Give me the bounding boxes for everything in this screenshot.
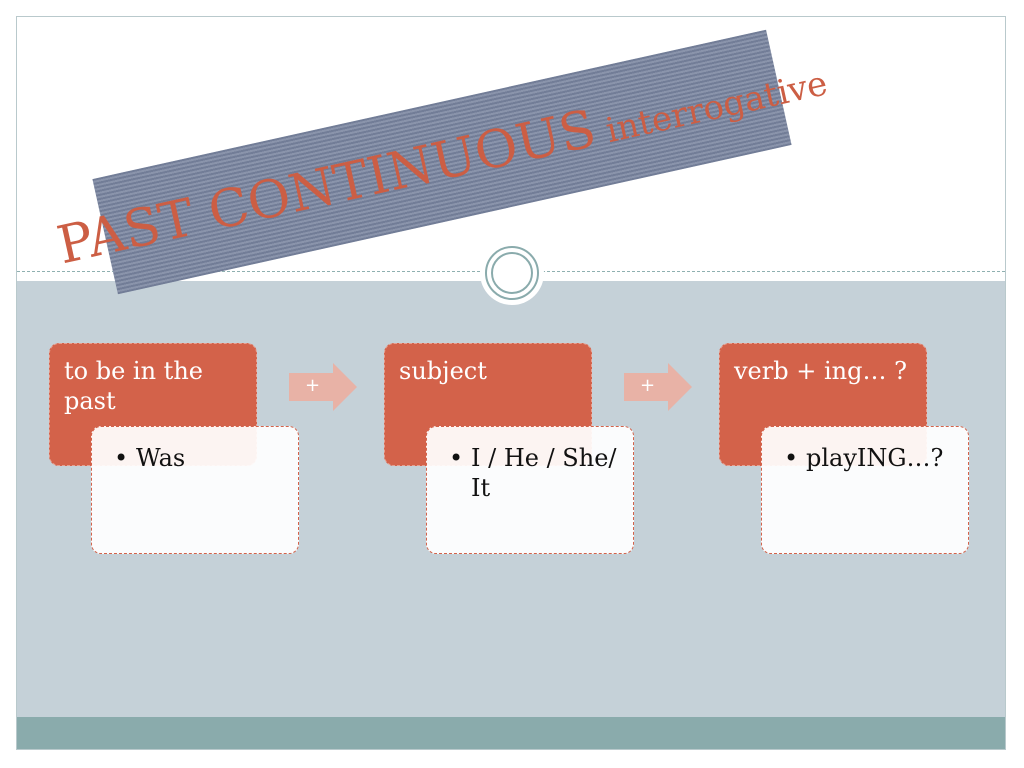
step-body-text: Was	[136, 444, 186, 472]
slide: PAST CONTINUOUS interrogative to be in t…	[16, 16, 1006, 750]
arrow-shaft	[624, 373, 668, 401]
step-body-text: playING…?	[806, 444, 944, 472]
plus-sign: +	[640, 375, 656, 396]
step-body-subject: • I / He / She/ It	[426, 426, 634, 554]
arrow-right-icon	[333, 363, 357, 411]
step-body-verb: • playING…?	[761, 426, 969, 554]
bullet: •	[114, 444, 129, 472]
bullet: •	[784, 444, 799, 472]
ornament-outer-ring	[485, 246, 539, 300]
circle-ornament-icon	[480, 241, 544, 305]
footer-bar	[17, 717, 1005, 749]
slide-title: PAST CONTINUOUS interrogative	[52, 48, 832, 277]
plus-arrow-1: +	[289, 363, 357, 411]
arrow-right-icon	[668, 363, 692, 411]
ornament-inner-ring	[491, 252, 533, 294]
bullet: •	[449, 444, 464, 472]
step-body-to-be: • Was	[91, 426, 299, 554]
step-body-text: I / He / She/ It	[471, 444, 617, 502]
title-banner: PAST CONTINUOUS interrogative	[52, 29, 831, 295]
title-sub: interrogative	[591, 63, 832, 154]
plus-sign: +	[305, 375, 321, 396]
arrow-shaft	[289, 373, 333, 401]
plus-arrow-2: +	[624, 363, 692, 411]
